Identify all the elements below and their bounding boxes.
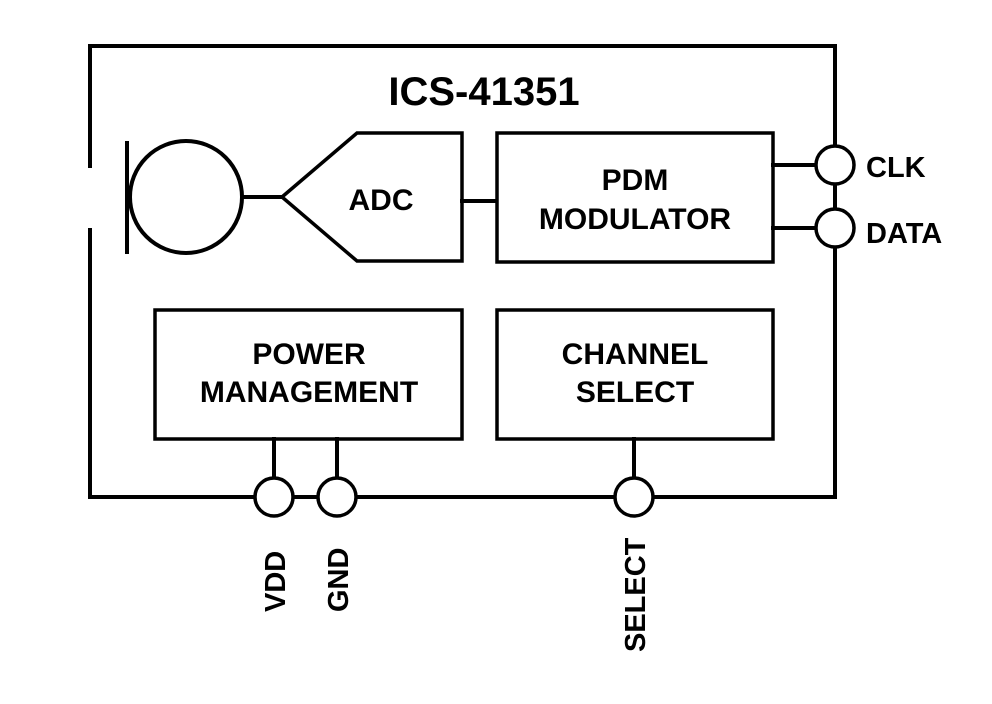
channel-select-block — [495, 308, 775, 441]
channel-label-line2: SELECT — [576, 376, 694, 409]
vdd-pin — [253, 476, 295, 518]
power-management-block — [153, 308, 464, 441]
data-pin-label: DATA — [866, 218, 942, 250]
channel-label-line1: CHANNEL — [562, 338, 709, 371]
gnd-pin — [316, 476, 358, 518]
pdm-modulator-block — [495, 131, 775, 264]
pdm-label-line2: MODULATOR — [539, 203, 732, 236]
pdm-label-line1: PDM — [602, 164, 669, 197]
microphone-icon — [125, 139, 284, 255]
gnd-pin-label: GND — [323, 548, 355, 612]
power-label-line2: MANAGEMENT — [200, 376, 418, 409]
select-pin-label: SELECT — [620, 537, 652, 652]
chip-title: ICS-41351 — [388, 70, 579, 114]
clk-pin — [814, 144, 856, 186]
clk-pin-label: CLK — [866, 152, 926, 184]
data-pin — [814, 207, 856, 249]
adc-block — [279, 131, 464, 263]
vdd-pin-label: VDD — [260, 551, 292, 612]
select-pin — [613, 476, 655, 518]
adc-label: ADC — [349, 184, 414, 217]
package-outline — [88, 44, 837, 499]
power-label-line1: POWER — [252, 338, 366, 371]
